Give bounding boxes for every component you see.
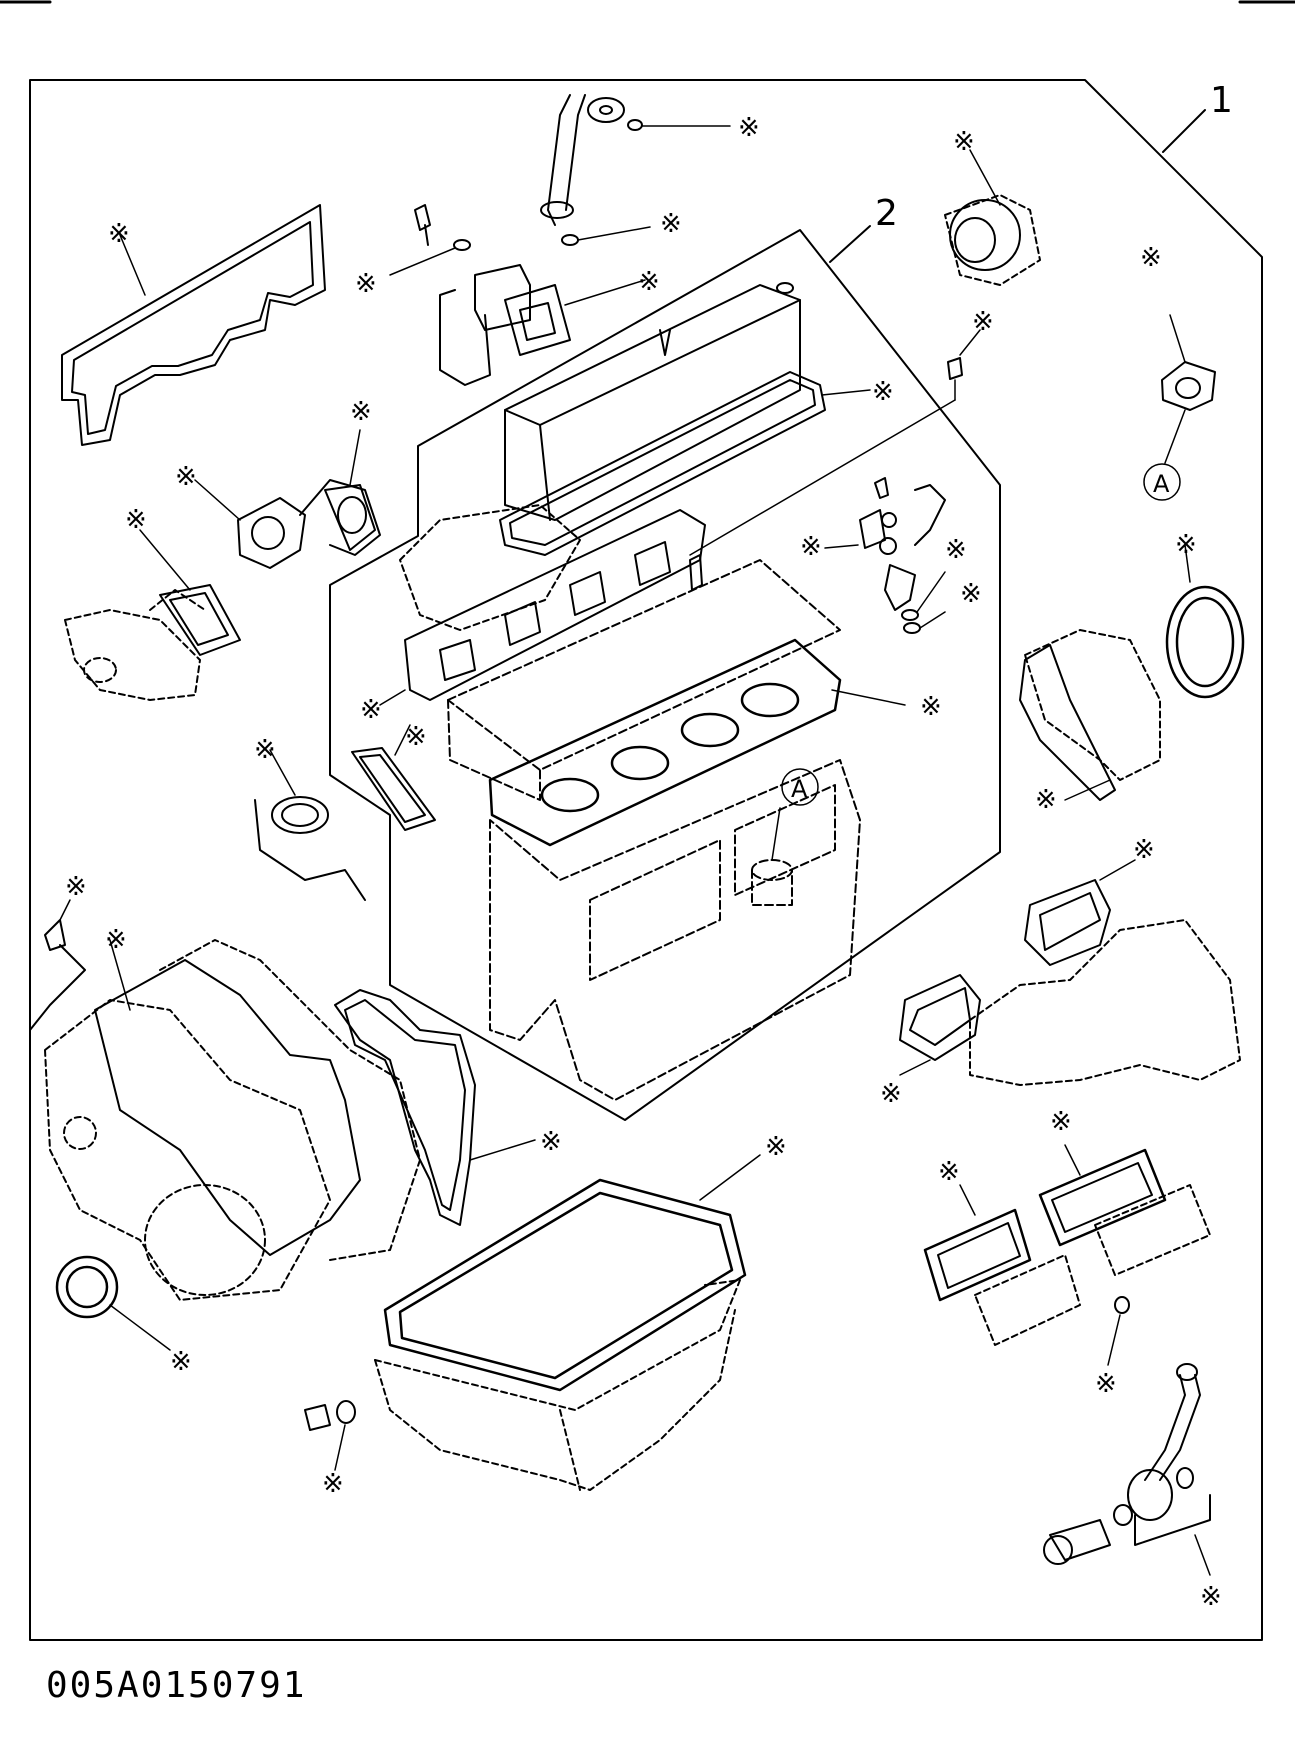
marker: ※: [105, 925, 127, 955]
marker: ※: [953, 127, 975, 157]
marker: ※: [765, 1132, 787, 1162]
svg-text:A: A: [1153, 470, 1170, 498]
marker: ※: [972, 307, 994, 337]
timing-gear-case: [44, 939, 421, 1301]
marker: ※: [800, 532, 822, 562]
ref-a-leader-block: [771, 807, 781, 861]
injector-group: [689, 477, 946, 634]
svg-text:A: A: [791, 775, 808, 803]
marker: ※: [738, 113, 760, 143]
exhaust-manifold: [969, 919, 1241, 1086]
marker: ※: [405, 722, 427, 752]
marker: ※: [1035, 785, 1057, 815]
marker: ※: [660, 209, 682, 239]
marker: ※: [938, 1157, 960, 1187]
marker: ※: [170, 1347, 192, 1377]
intake-manifold: [399, 504, 581, 631]
marker: ※: [1050, 1107, 1072, 1137]
ref-a-marker-top: A: [1143, 463, 1181, 501]
front-plate-gasket: [334, 989, 536, 1226]
marker: ※: [1200, 1582, 1222, 1612]
marker: ※: [108, 219, 130, 249]
marker: ※: [960, 579, 982, 609]
callout-2-leader: [829, 225, 871, 263]
cylinder-head: [447, 559, 841, 801]
rocker-cover: [504, 282, 801, 521]
marker: ※: [350, 397, 372, 427]
oil-pan: [374, 1279, 741, 1491]
water-pump-assembly: [64, 589, 206, 701]
marker: ※: [945, 535, 967, 565]
marker: ※: [1133, 835, 1155, 865]
intake-gasket-set: [899, 859, 1136, 1076]
marker: ※: [254, 735, 276, 765]
marker: ※: [175, 462, 197, 492]
flywheel-housing-gasket: [1019, 629, 1161, 801]
ref-a-marker-block: A: [781, 768, 819, 806]
marker: ※: [540, 1127, 562, 1157]
callout-2: 2: [875, 193, 898, 234]
water-outlet-gasket: [351, 724, 436, 831]
cylinder-head-gasket: [488, 638, 906, 847]
kit-frame-inner: [329, 229, 1001, 1121]
kit-frame-outer: [29, 79, 1263, 1641]
rocker-cover-gasket: [499, 371, 871, 556]
marker: ※: [1140, 243, 1162, 273]
marker: ※: [880, 1079, 902, 1109]
marker: ※: [322, 1469, 344, 1499]
marker: ※: [355, 269, 377, 299]
oil-filler-cap: [689, 329, 981, 556]
kit-markers: ※ ※ ※ ※ ※ ※ ※ ※ ※ ※ ※ ※ ※ ※ ※ ※ ※ ※ ※ ※ …: [65, 113, 1222, 1612]
marker: ※: [872, 377, 894, 407]
drain-plug-washer: [304, 1400, 356, 1471]
oil-feed-pipe-top: [540, 94, 731, 246]
front-oil-seal: [55, 1255, 171, 1351]
callout-1-leader: [1162, 109, 1206, 153]
callout-1: 1: [1210, 80, 1233, 121]
exhaust-elbow-gasket: [389, 204, 646, 386]
side-covers: [974, 1184, 1211, 1346]
marker: ※: [1095, 1369, 1117, 1399]
thermostat-housing-gasket: [194, 429, 381, 569]
marker: ※: [360, 695, 382, 725]
side-cover-washer: [1107, 1296, 1130, 1366]
small-gasket-left: [29, 899, 86, 1031]
document-number: 005A0150791: [46, 1665, 307, 1706]
timing-gear-case-gasket: [94, 939, 361, 1256]
oil-cooler-gasket: [61, 204, 326, 446]
water-pump-gasket: [139, 529, 241, 656]
water-outlet-housing: [254, 749, 366, 901]
fuel-pump-gear: [944, 149, 1041, 286]
oil-return-pipe: [1043, 1363, 1211, 1576]
flange-gasket-ref-a: [1161, 314, 1216, 464]
cylinder-block: [489, 759, 861, 1101]
marker: ※: [638, 267, 660, 297]
oil-pan-gasket: [383, 1154, 761, 1392]
rear-oil-seal: [1165, 544, 1245, 699]
marker: ※: [1175, 530, 1197, 560]
side-cover-gaskets: [923, 1144, 1167, 1302]
marker: ※: [125, 505, 147, 535]
marker: ※: [920, 692, 942, 722]
marker: ※: [65, 872, 87, 902]
